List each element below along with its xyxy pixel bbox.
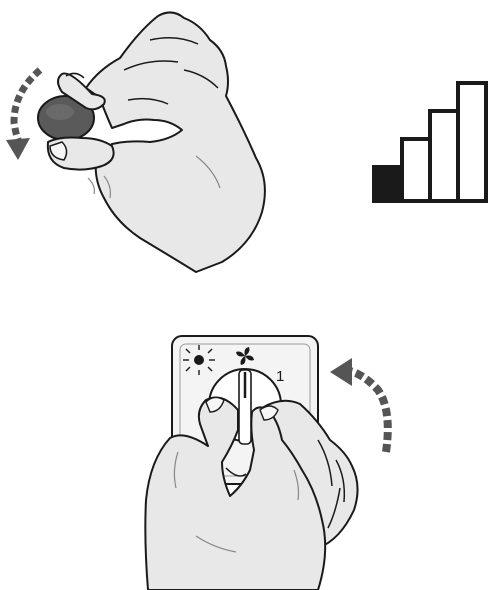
hand-turning-switch-illustration: 1 — [145, 336, 387, 590]
switch-position-label: 1 — [276, 368, 284, 385]
level-bar-2 — [402, 139, 430, 201]
hand-turning-knob-illustration — [6, 12, 265, 272]
switch-rotation-arrow-icon — [330, 358, 388, 452]
level-bar-4 — [458, 83, 486, 201]
level-bar-1 — [374, 167, 402, 201]
level-bars-icon — [374, 83, 486, 201]
level-bar-3 — [430, 111, 458, 201]
hand-icon — [48, 12, 265, 272]
knob-rotation-arrow-icon — [6, 70, 40, 160]
